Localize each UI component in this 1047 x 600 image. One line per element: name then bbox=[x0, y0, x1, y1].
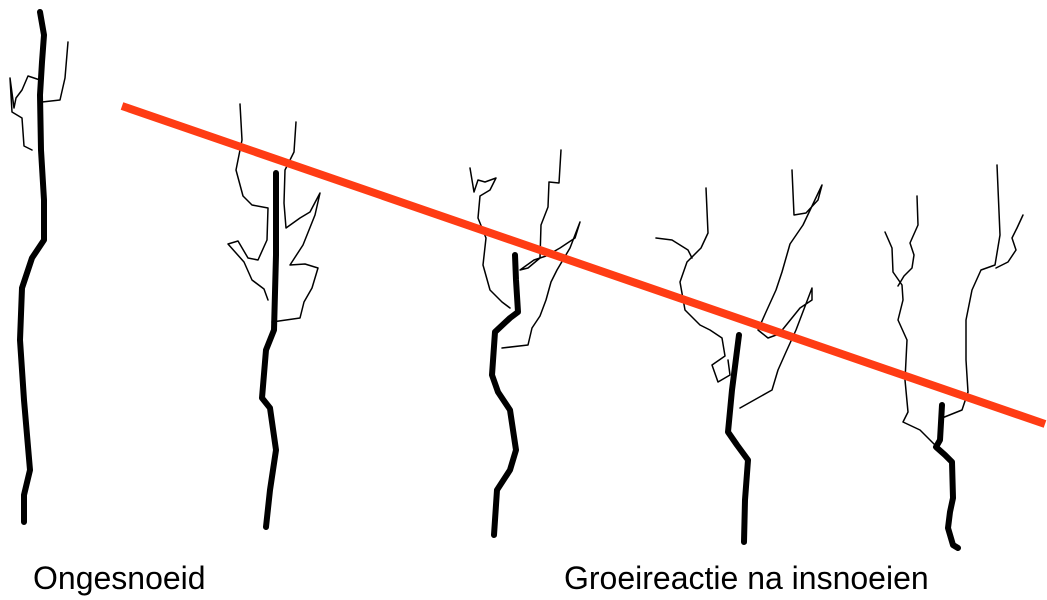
plant-5-right-twig bbox=[995, 214, 1024, 269]
plant-4 bbox=[655, 169, 823, 545]
plant-3-right-shoot bbox=[501, 149, 581, 349]
plant-2-left-shoot bbox=[227, 103, 269, 301]
plant-2 bbox=[227, 103, 321, 530]
plant-3-left-shoot bbox=[469, 167, 511, 309]
pruning-cut-line bbox=[120, 102, 1047, 428]
plant-unpruned-left-branch bbox=[9, 75, 41, 151]
plant-5-left-shoot bbox=[884, 231, 935, 445]
plant-4-left-shoot bbox=[679, 187, 731, 383]
plant-5 bbox=[884, 164, 1024, 551]
plant-4-trunk bbox=[725, 332, 751, 545]
plant-4-left-twig bbox=[655, 237, 693, 259]
plant-5-left-twig bbox=[897, 195, 919, 287]
plant-4-right-shoot bbox=[739, 169, 823, 409]
plant-3 bbox=[469, 149, 581, 538]
plant-unpruned-right-branch bbox=[41, 41, 69, 103]
plant-2-right-shoot bbox=[271, 121, 321, 323]
plant-5-trunk bbox=[933, 402, 961, 551]
plant-5-right-shoot bbox=[941, 164, 1001, 419]
caption-unpruned: Ongesnoeid bbox=[33, 560, 206, 596]
caption-growth-response: Groeireactie na insnoeien bbox=[564, 560, 929, 596]
plant-unpruned bbox=[9, 9, 69, 525]
plant-2-trunk bbox=[259, 170, 279, 530]
plant-3-trunk bbox=[489, 252, 521, 538]
plant-unpruned-trunk bbox=[17, 9, 47, 525]
